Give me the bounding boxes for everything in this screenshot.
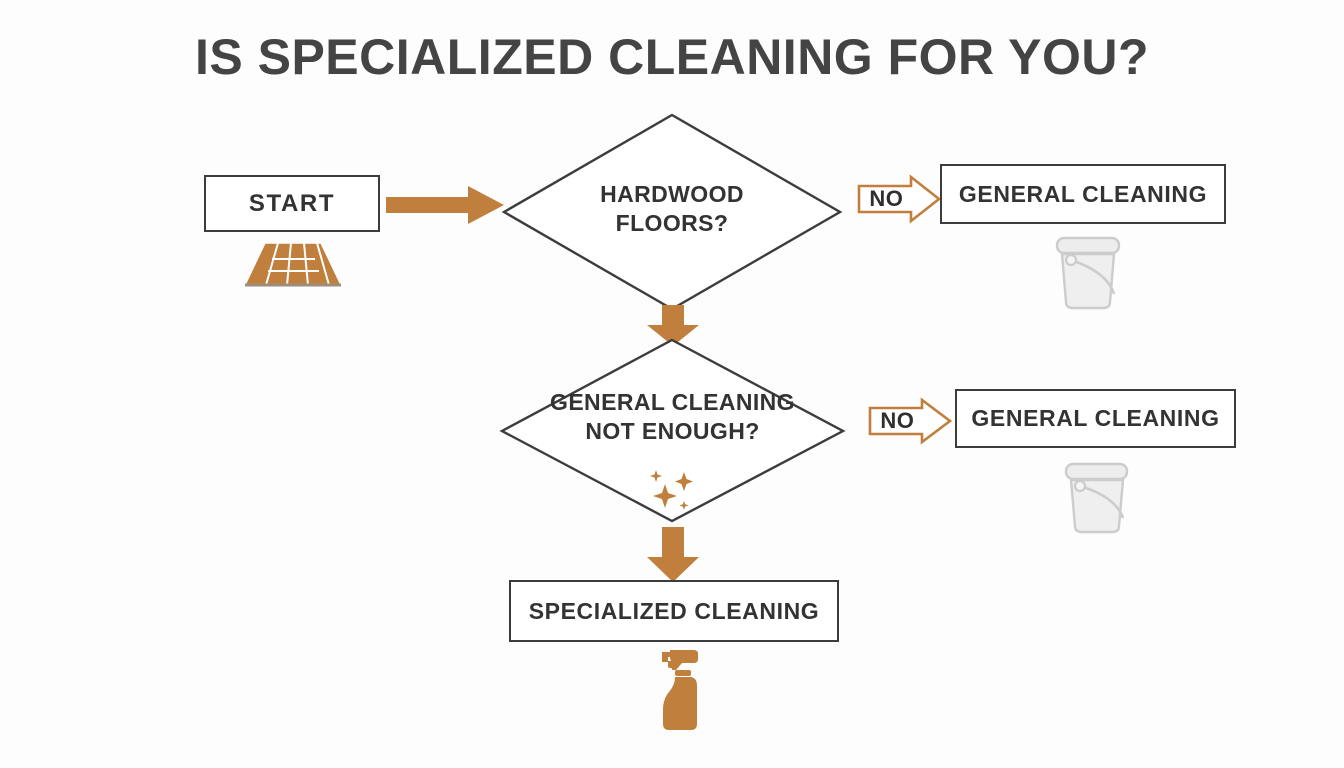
node-general-cleaning-2-label: GENERAL CLEANING <box>971 405 1220 431</box>
node-general-cleaning-2[interactable]: GENERAL CLEANING <box>955 389 1236 448</box>
node-start[interactable]: START <box>204 175 380 232</box>
arrow-notenough-to-specialized <box>645 527 701 583</box>
node-specialized-cleaning-label: SPECIALIZED CLEANING <box>528 597 820 624</box>
node-specialized-cleaning[interactable]: SPECIALIZED CLEANING <box>509 580 839 642</box>
branch-label-no-1[interactable]: NO <box>857 174 942 224</box>
bucket-icon <box>1047 232 1129 314</box>
hardwood-floor-icon <box>243 237 343 293</box>
branch-label-no-2[interactable]: NO <box>868 397 953 445</box>
node-general-cleaning-1[interactable]: GENERAL CLEANING <box>940 164 1226 224</box>
page-title: IS SPECIALIZED CLEANING FOR YOU? <box>194 29 1150 85</box>
node-general-cleaning-1-label: GENERAL CLEANING <box>958 180 1208 207</box>
sparkles-icon <box>643 468 705 512</box>
node-start-label: START <box>248 189 336 217</box>
arrow-hardwood-to-notenough <box>645 305 701 347</box>
bucket-icon <box>1057 458 1137 538</box>
node-hardwood-floors[interactable]: HARDWOOD FLOORS? <box>501 113 843 311</box>
spray-bottle-icon <box>648 648 714 734</box>
arrow-start-to-hardwood <box>386 186 506 224</box>
